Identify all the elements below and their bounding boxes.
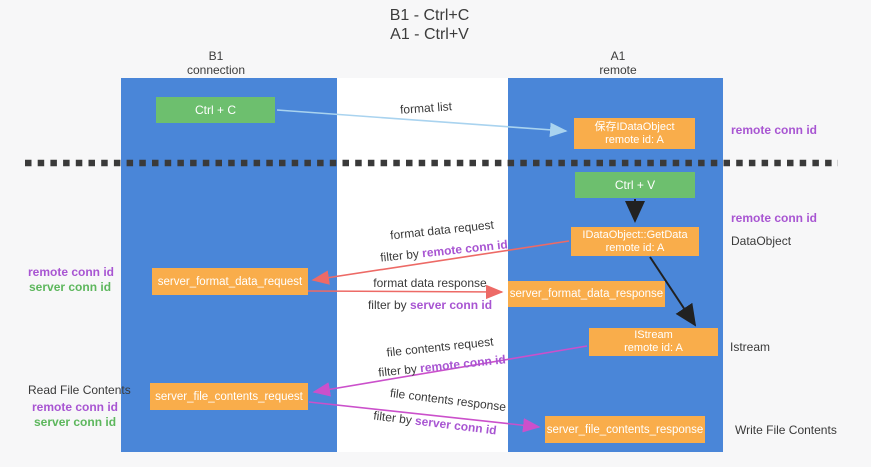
save-idataobject-line1: 保存IDataObject	[594, 120, 675, 133]
node-server-format-data-request: server_format_data_request	[152, 268, 308, 295]
title-line-2: A1 - Ctrl+V	[390, 26, 469, 43]
diagram-title: B1 - Ctrl+C A1 - Ctrl+V	[0, 6, 859, 44]
column-header-b1: B1 connection	[156, 49, 276, 77]
remote-conn-id-text: remote conn id	[419, 352, 507, 376]
remote-conn-id-text: remote conn id	[421, 237, 509, 261]
label-left-server-conn-id-top: server conn id	[29, 280, 112, 294]
server-file-contents-response-label: server_file_contents_response	[546, 423, 704, 436]
label-write-file-contents: Write File Contents	[735, 423, 837, 437]
column-b1-name: B1	[208, 49, 224, 63]
column-a1-subtitle: remote	[599, 63, 637, 77]
filter-by-text: filter by	[367, 298, 407, 312]
node-server-file-contents-request: server_file_contents_request	[150, 383, 308, 410]
server-format-data-request-label: server_format_data_request	[157, 275, 303, 288]
server-file-contents-request-label: server_file_contents_request	[155, 390, 303, 403]
server-conn-id-text: server conn id	[414, 413, 498, 438]
node-ctrl-v: Ctrl + V	[575, 172, 695, 198]
ctrl-v-label: Ctrl + V	[614, 178, 656, 192]
label-format-data-response: format data response	[373, 276, 487, 290]
filter-by-text: filter by	[379, 246, 420, 265]
getdata-line1: IDataObject::GetData	[582, 228, 688, 241]
label-right-remote-conn-id-mid: remote conn id	[731, 211, 818, 225]
column-header-a1: A1 remote	[558, 49, 678, 77]
node-idataobject-getdata: IDataObject::GetData remote id: A	[571, 227, 699, 256]
label-left-server-conn-id-bottom: server conn id	[34, 415, 117, 429]
column-b1-subtitle: connection	[186, 63, 246, 77]
save-idataobject-line2: remote id: A	[605, 133, 664, 146]
label-read-file-contents: Read File Contents	[28, 383, 131, 397]
node-ctrl-c: Ctrl + C	[156, 97, 275, 123]
label-right-remote-conn-id-top: remote conn id	[731, 123, 818, 137]
label-format-list: format list	[399, 99, 453, 117]
node-istream: IStream remote id: A	[589, 328, 718, 356]
node-server-file-contents-response: server_file_contents_response	[545, 416, 705, 443]
filter-by-text: filter by	[377, 361, 418, 380]
node-save-idataobject: 保存IDataObject remote id: A	[574, 118, 695, 149]
title-line-1: B1 - Ctrl+C	[389, 7, 470, 24]
label-file-contents-response: file contents response	[389, 385, 507, 415]
server-conn-id-text: server conn id	[410, 298, 493, 312]
label-dataobject: DataObject	[731, 234, 792, 248]
istream-line1: IStream	[634, 329, 673, 341]
label-left-remote-conn-id-top: remote conn id	[28, 265, 115, 279]
getdata-line2: remote id: A	[605, 241, 665, 254]
ctrl-c-label: Ctrl + C	[194, 103, 236, 117]
server-format-data-response-label: server_format_data_response	[509, 288, 664, 300]
label-filter-by-server-1: filter by server conn id	[368, 298, 492, 312]
column-a1-name: A1	[610, 49, 626, 63]
filter-by-text: filter by	[372, 408, 413, 428]
node-server-format-data-response: server_format_data_response	[508, 281, 665, 307]
label-istream-side: Istream	[730, 340, 771, 354]
label-format-data-request: format data request	[389, 217, 495, 243]
label-filter-by-server-2: filter by server conn id	[373, 408, 498, 437]
istream-line2: remote id: A	[624, 342, 683, 354]
label-left-remote-conn-id-bottom: remote conn id	[32, 400, 119, 414]
